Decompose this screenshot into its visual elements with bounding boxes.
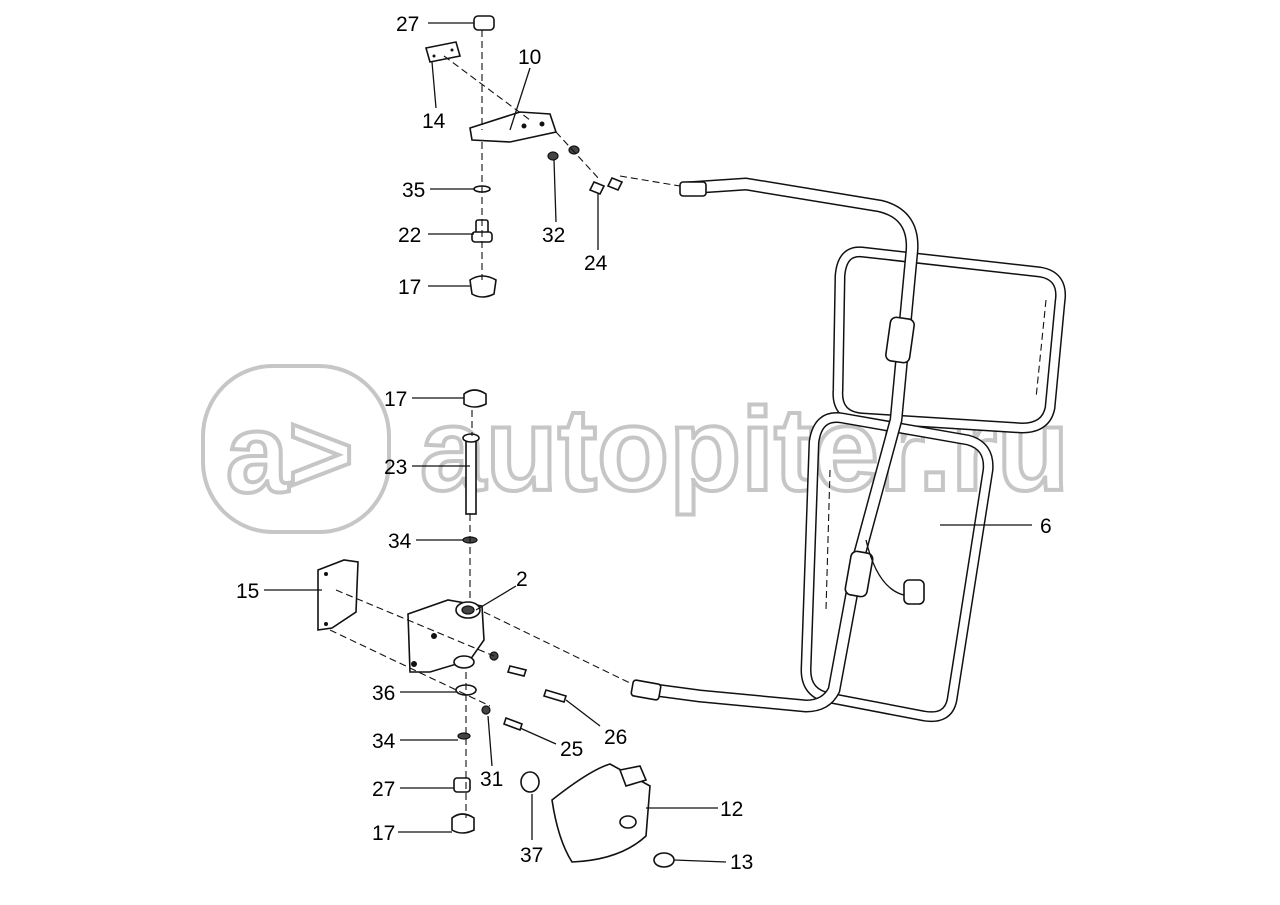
callout-13: 13 <box>730 851 753 874</box>
nut-32 <box>547 151 559 161</box>
callout-24: 24 <box>584 252 608 275</box>
screw-24 <box>588 180 606 196</box>
callout-27-bottom: 27 <box>372 778 395 801</box>
callout-27-top: 27 <box>396 13 419 36</box>
watermark-symbol: a> <box>226 391 354 516</box>
leader-lines <box>264 22 1032 863</box>
knob-13 <box>653 852 675 868</box>
bracket-10 <box>469 111 558 143</box>
callout-23: 23 <box>384 456 407 479</box>
callout-32: 32 <box>542 224 565 247</box>
washer-34-lower <box>457 732 471 740</box>
cover-12 <box>551 763 651 863</box>
screw-25 <box>502 716 524 732</box>
callout-15: 15 <box>236 580 259 603</box>
callout-10: 10 <box>518 46 541 69</box>
callout-26: 26 <box>604 726 627 749</box>
watermark-text: autopiter.ru <box>420 384 1069 516</box>
cap-17-bottom <box>451 813 475 834</box>
callout-6: 6 <box>1040 515 1052 538</box>
upper-bracket-group <box>424 15 681 298</box>
nut-31 <box>481 705 491 715</box>
callout-22: 22 <box>398 224 421 247</box>
watermark-logo-badge <box>201 364 391 534</box>
callout-17-mid: 17 <box>384 388 407 411</box>
plate-15 <box>317 559 359 631</box>
callout-35: 35 <box>402 179 425 202</box>
long-bolt-23 <box>465 435 477 515</box>
plate-14 <box>424 41 462 63</box>
cap-17-middle <box>463 389 487 408</box>
bushing-37 <box>520 771 540 793</box>
cap-17-top <box>469 275 497 298</box>
callout-12: 12 <box>720 798 743 821</box>
callout-37: 37 <box>520 844 543 867</box>
callout-31: 31 <box>480 768 503 791</box>
callout-17-bottom: 17 <box>372 822 395 845</box>
lower-bracket-group <box>317 389 675 868</box>
callout-34-upper: 34 <box>388 530 412 553</box>
callout-14: 14 <box>422 110 446 133</box>
watermark: a> autopiter.ru <box>201 364 1071 534</box>
callout-17-top: 17 <box>398 276 421 299</box>
callout-labels: 27 14 10 35 32 22 24 17 17 23 6 34 2 15 … <box>236 13 1052 874</box>
cap-27-top <box>473 15 495 31</box>
callout-36: 36 <box>372 682 395 705</box>
callout-2: 2 <box>516 568 528 591</box>
nut-27-bottom <box>453 777 471 793</box>
callout-25: 25 <box>560 738 583 761</box>
callout-34-lower: 34 <box>372 730 396 753</box>
mirror-assembly <box>630 177 1067 723</box>
